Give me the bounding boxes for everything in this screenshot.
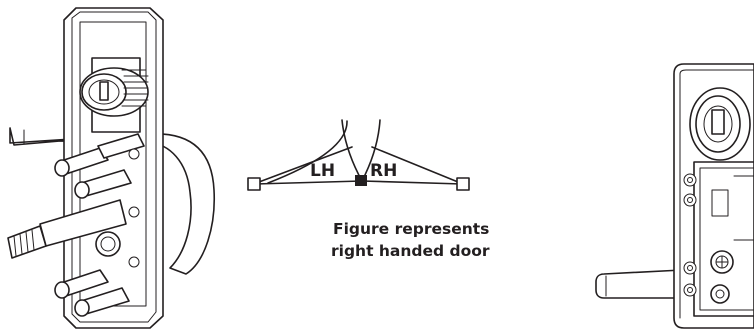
hinge-block (355, 175, 367, 186)
lh-label: LH (310, 161, 335, 181)
lh-swing-arc-upper (341, 119, 363, 182)
left-lockset-illustration (7, 7, 216, 329)
lh-door-leaf (254, 180, 363, 185)
rh-door-diagonal (371, 146, 459, 183)
caption-line-1: Figure represents (333, 220, 489, 238)
handing-diagram: LH RH Figure represents right handed doo… (247, 119, 490, 260)
right-lockset-illustration (595, 63, 754, 329)
lh-door-diagonal (258, 146, 353, 183)
rh-door-leaf (361, 180, 463, 185)
right-jamb (456, 177, 470, 191)
lh-swing-arc (267, 120, 348, 184)
caption-line-2: right handed door (331, 242, 490, 260)
rh-label: RH (370, 161, 397, 181)
left-jamb (247, 177, 261, 191)
